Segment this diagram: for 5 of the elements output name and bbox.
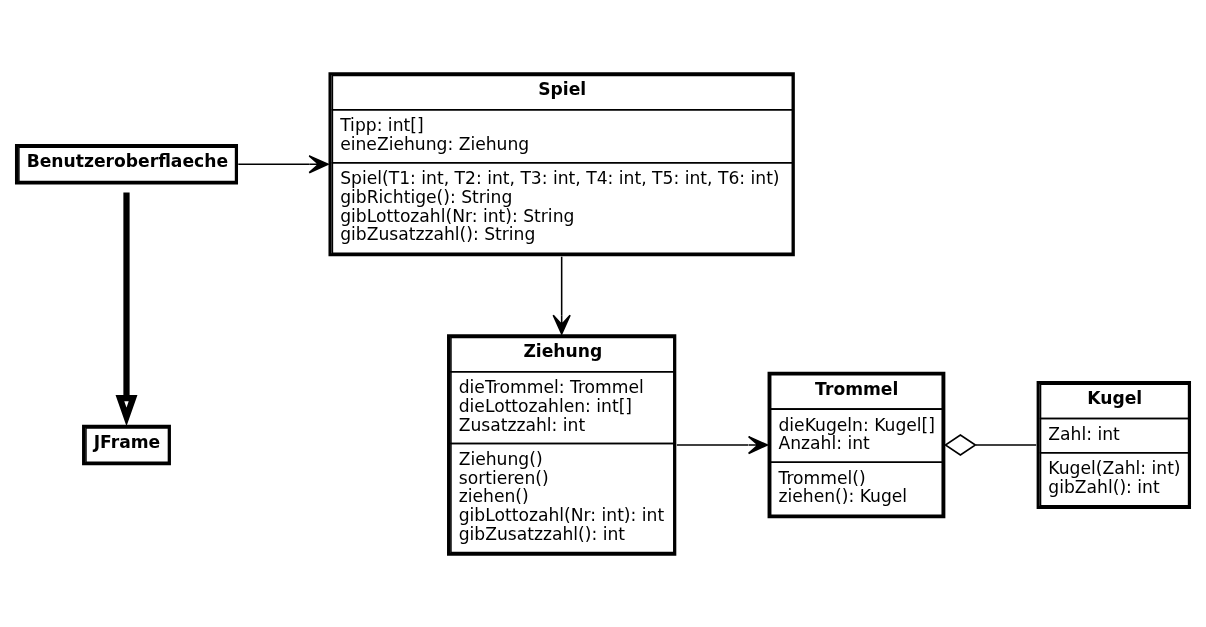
arrow [552, 255, 571, 335]
arrow [676, 435, 769, 454]
connector [944, 433, 1037, 456]
arrow [115, 191, 138, 426]
arrow [237, 154, 329, 173]
